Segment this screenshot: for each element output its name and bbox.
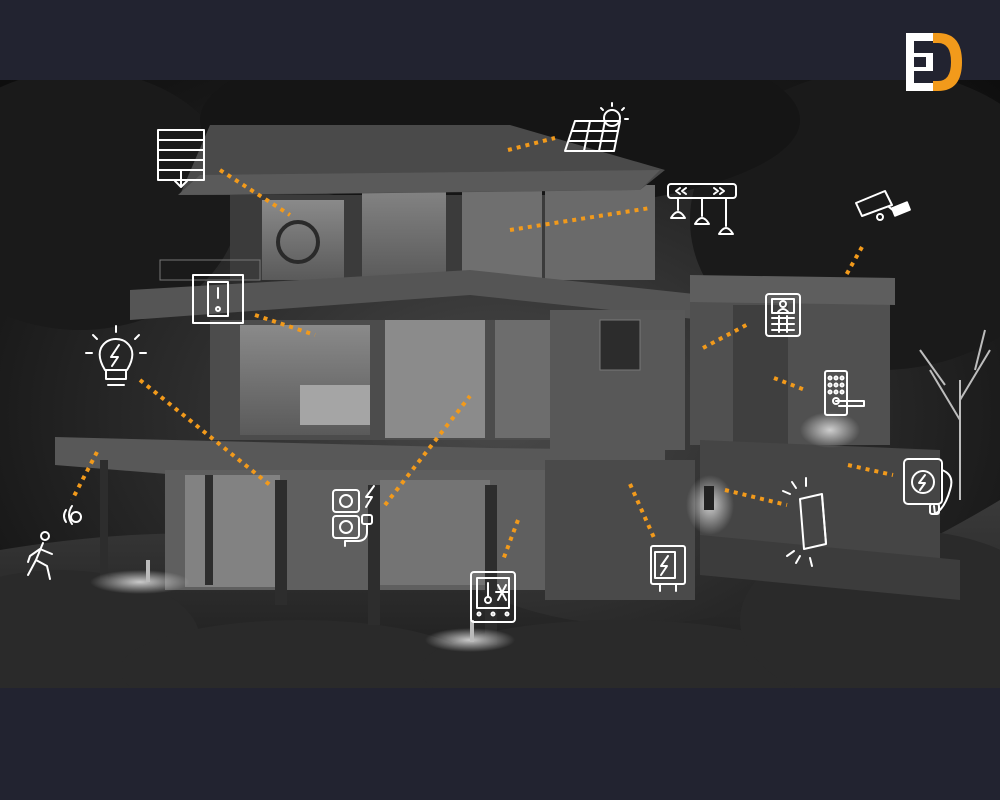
track-lighting-icon [667, 183, 737, 235]
house-illustration [0, 80, 1000, 688]
ed-monogram-logo [906, 33, 962, 91]
middle-slab [130, 270, 750, 325]
smart-door-lock-icon [824, 370, 865, 416]
smart-socket-icon [332, 485, 375, 547]
outdoor-wall-light-icon [782, 477, 827, 567]
middle-floor [210, 310, 685, 450]
house-photo [0, 80, 1000, 688]
wall-switch-icon [192, 274, 244, 324]
smart-bulb-icon [85, 325, 147, 386]
motion-sensor-icon [27, 505, 82, 580]
garden-lights [90, 412, 860, 652]
thermostat-icon [470, 571, 516, 623]
roller-blinds-icon [157, 129, 205, 188]
bare-tree [919, 329, 991, 500]
electrical-panel-icon [650, 545, 686, 592]
ground-floor [100, 440, 960, 645]
video-intercom-icon [765, 293, 801, 337]
security-camera-icon [855, 190, 911, 221]
ev-charger-icon [903, 458, 953, 515]
solar-panel-icon [564, 102, 629, 152]
connector-lines [70, 136, 894, 561]
